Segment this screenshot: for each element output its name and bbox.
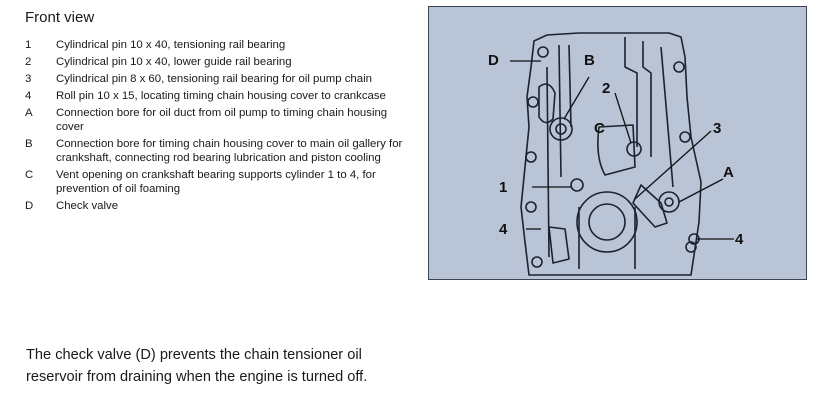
bolt-boss: [673, 61, 685, 73]
legend-list: 1 Cylindrical pin 10 x 40, tensioning rai…: [25, 38, 405, 216]
tensioning-rail: [632, 184, 668, 228]
legend-key: 1: [25, 39, 32, 51]
crankshaft-bore: [576, 191, 638, 253]
legend-key: 3: [25, 73, 32, 85]
housing-outline: [520, 32, 702, 276]
legend-key: 4: [25, 90, 32, 102]
legend-text: Cylindrical pin 10 x 40, tensioning rail…: [56, 39, 286, 51]
legend-text: Roll pin 10 x 15, locating timing chain …: [56, 90, 386, 102]
front-view-figure: D B 2 C 3 1 A 4 4: [428, 6, 807, 280]
bolt-boss: [531, 256, 543, 268]
legend-item: D Check valve: [25, 199, 405, 213]
legend-key: C: [25, 169, 34, 181]
legend-key: A: [25, 107, 33, 119]
legend-item: C Vent opening on crankshaft bearing supp…: [25, 168, 405, 196]
gallery: [558, 44, 562, 178]
legend-key: B: [25, 138, 33, 150]
callout-4-left: 4: [499, 221, 508, 238]
timing-chain-housing-drawing: [510, 32, 734, 276]
callout-c: C: [594, 120, 605, 137]
bolt-boss: [525, 151, 537, 163]
callout-4-right: 4: [735, 231, 744, 248]
gallery: [642, 41, 652, 157]
gallery: [546, 66, 550, 258]
pin-1: [570, 178, 584, 192]
lower-bracket: [548, 226, 570, 264]
legend-key: D: [25, 200, 34, 212]
legend-item: 2 Cylindrical pin 10 x 40, lower guide ra…: [25, 55, 405, 69]
bolt-boss: [527, 96, 539, 108]
gallery: [660, 46, 674, 188]
bearing-b: [549, 117, 573, 141]
check-valve-note: The check valve (D) prevents the chain t…: [26, 347, 368, 385]
legend-item: A Connection bore for oil duct from oil p…: [25, 106, 405, 134]
callout-b: B: [584, 52, 595, 69]
gallery: [568, 44, 572, 128]
callout-3: 3: [713, 120, 722, 137]
legend-key: 2: [25, 56, 32, 68]
gallery: [624, 37, 638, 147]
page-title: Front view: [25, 9, 95, 26]
legend-item: B Connection bore for timing chain housin…: [25, 137, 405, 165]
callout-1: 1: [499, 179, 508, 196]
callout-d: D: [488, 52, 499, 69]
legend-text: Check valve: [56, 200, 119, 212]
legend-item: 4 Roll pin 10 x 15, locating timing chain…: [25, 89, 405, 103]
bolt-boss: [525, 201, 537, 213]
legend-text: Cylindrical pin 8 x 60, tensioning rail …: [56, 73, 372, 85]
legend-text: Connection bore for timing chain housing…: [56, 138, 403, 164]
vent-opening: [597, 124, 636, 176]
bolt-boss: [537, 46, 549, 58]
legend-item: 1 Cylindrical pin 10 x 40, tensioning rai…: [25, 38, 405, 52]
callout-2: 2: [602, 80, 611, 97]
legend-text: Cylindrical pin 10 x 40, lower guide rai…: [56, 56, 292, 68]
legend-item: 3 Cylindrical pin 8 x 60, tensioning rail…: [25, 72, 405, 86]
callout-a: A: [723, 164, 734, 181]
pin-2: [626, 141, 642, 157]
cavity: [538, 83, 556, 124]
legend-text: Connection bore for oil duct from oil pu…: [56, 107, 388, 133]
legend-text: Vent opening on crankshaft bearing suppo…: [56, 169, 376, 195]
bolt-boss: [679, 131, 691, 143]
